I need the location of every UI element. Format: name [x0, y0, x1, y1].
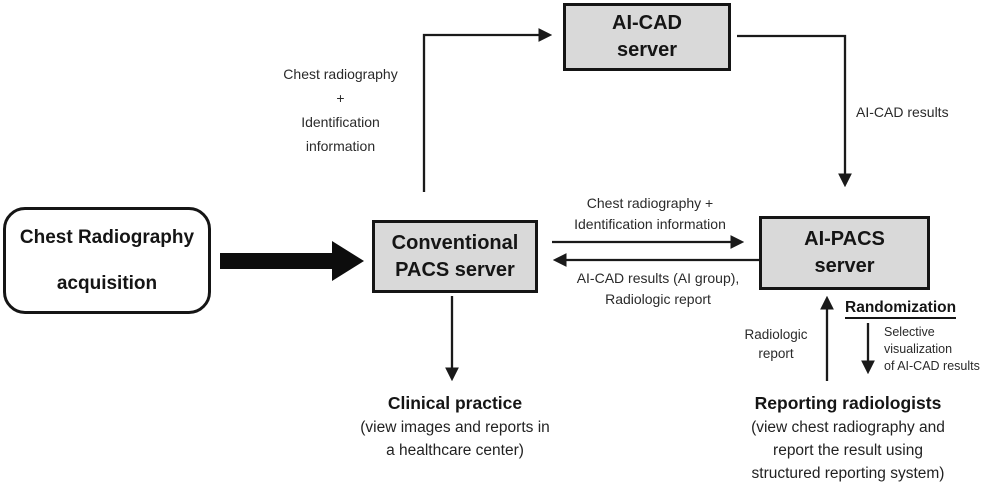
arrow-pacs-to-aicad: [422, 28, 553, 192]
label-selective-visualization: Selective visualization of AI-CAD result…: [884, 325, 980, 373]
endpoint-clinical-practice: Clinical practice (view images and repor…: [330, 390, 580, 462]
node-label: AI-PACS: [804, 228, 885, 250]
reporting-radiologists-title: Reporting radiologists: [754, 393, 942, 413]
node-chest-radiography-acquisition: Chest Radiography acquisition: [3, 207, 211, 314]
node-label: acquisition: [56, 272, 158, 294]
node-conventional-pacs-server: Conventional PACS server: [372, 220, 538, 293]
label-radiologic-report: Radiologic report: [744, 327, 808, 361]
node-label: server: [616, 39, 678, 61]
node-label: PACS server: [395, 258, 515, 281]
label-chest-radiography-identification: Chest radiography + Identification infor…: [283, 66, 398, 154]
label-pacs-to-aipacs: Chest radiography + Identification infor…: [574, 195, 726, 232]
endpoint-reporting-radiologists: Reporting radiologists (view chest radio…: [703, 390, 993, 485]
label-aicad-results: AI-CAD results: [856, 104, 949, 120]
clinical-practice-title: Clinical practice: [387, 393, 523, 413]
node-label: Conventional: [391, 231, 519, 254]
node-ai-pacs-server: AI-PACS server: [759, 216, 930, 290]
label-aipacs-to-pacs: AI-CAD results (AI group), Radiologic re…: [576, 270, 740, 307]
arrow-acquisition-to-pacs: [220, 241, 364, 281]
label-randomization: Randomization: [845, 299, 957, 319]
arrow-aicad-to-aipacs: [737, 34, 852, 188]
node-ai-cad-server: AI-CAD server: [563, 3, 731, 71]
node-label: Chest Radiography: [19, 226, 195, 248]
node-label: server: [814, 255, 875, 277]
node-label: AI-CAD: [612, 12, 682, 34]
